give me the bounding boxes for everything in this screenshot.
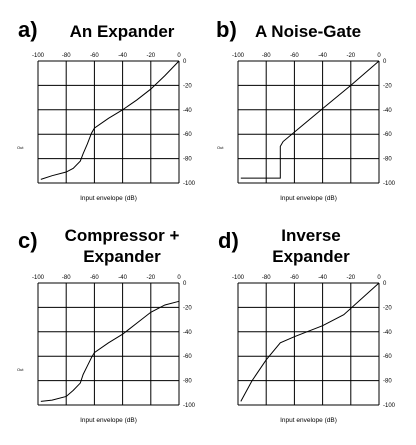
x-tick-label: 0 [377, 275, 381, 281]
chart-title: An Expander [70, 22, 175, 41]
chart-title: Expander [83, 247, 161, 266]
y-tick-label: -80 [183, 379, 192, 385]
y-tick-label: -60 [183, 132, 192, 138]
y-tick-label: -20 [183, 83, 192, 89]
x-tick-label: -20 [346, 275, 355, 281]
y-tick-label: -20 [183, 305, 192, 311]
x-tick-label: -80 [62, 53, 71, 59]
x-tick-label: -40 [318, 275, 327, 281]
x-tick-label: -60 [290, 275, 299, 281]
y-tick-label: -100 [183, 403, 196, 409]
x-tick-label: -100 [32, 275, 45, 281]
y-tick-label: -40 [183, 330, 192, 336]
y-tick-label: -60 [383, 132, 392, 138]
x-tick-label: -20 [146, 53, 155, 59]
chart-title: Expander [272, 247, 350, 266]
x-tick-label: -20 [146, 275, 155, 281]
series-line [40, 300, 180, 402]
chart-panel-1: a) An Expander -100 -80 -60 -40 -20 00 -20 -40 -60… [17, 17, 196, 202]
y-tick-label: -40 [383, 108, 392, 114]
x-tick-label: -80 [262, 275, 271, 281]
y-tick-label: -80 [383, 379, 392, 385]
y-tick-label: -20 [383, 83, 392, 89]
y-tick-label: -100 [383, 403, 396, 409]
side-label: Out [17, 367, 24, 372]
x-tick-label: -60 [290, 53, 299, 59]
y-tick-label: -40 [183, 108, 192, 114]
x-tick-label: -40 [318, 53, 327, 59]
x-tick-label: 0 [177, 53, 181, 59]
y-tick-label: 0 [383, 59, 387, 65]
y-tick-label: -80 [183, 157, 192, 163]
panel-letter: a) [18, 17, 38, 42]
y-tick-label: -20 [383, 305, 392, 311]
y-tick-label: -80 [383, 157, 392, 163]
x-axis-label: Input envelope (dB) [80, 417, 137, 424]
chart-title: Inverse [281, 226, 341, 245]
side-label: Out [17, 145, 24, 150]
chart-title: Compressor + [65, 226, 180, 245]
x-tick-label: -60 [90, 275, 99, 281]
y-tick-label: -40 [383, 330, 392, 336]
y-tick-label: -60 [183, 354, 192, 360]
side-label: Out [217, 145, 224, 150]
series-line [240, 60, 380, 179]
x-tick-label: -40 [118, 53, 127, 59]
x-axis-label: Input envelope (dB) [280, 195, 337, 202]
x-tick-label: -80 [62, 275, 71, 281]
x-tick-label: -20 [346, 53, 355, 59]
panel-letter: d) [218, 228, 239, 253]
x-tick-label: -60 [90, 53, 99, 59]
y-tick-label: 0 [183, 59, 187, 65]
x-tick-label: -100 [232, 275, 245, 281]
x-tick-label: -40 [118, 275, 127, 281]
x-axis-label: Input envelope (dB) [280, 417, 337, 424]
panel-letter: c) [18, 228, 38, 253]
y-tick-label: -100 [383, 181, 396, 187]
panel-letter: b) [216, 17, 237, 42]
x-axis-label: Input envelope (dB) [80, 195, 137, 202]
y-tick-label: 0 [183, 281, 187, 287]
x-tick-label: -100 [32, 53, 45, 59]
y-tick-label: -60 [383, 354, 392, 360]
x-tick-label: -80 [262, 53, 271, 59]
chart-panel-2: b) A Noise-Gate -100 -80 -60 -40 -20 00 -20 -40 -6… [216, 17, 396, 202]
x-tick-label: 0 [377, 53, 381, 59]
chart-title: A Noise-Gate [255, 22, 361, 41]
x-tick-label: -100 [232, 53, 245, 59]
x-tick-label: 0 [177, 275, 181, 281]
y-tick-label: 0 [383, 281, 387, 287]
series-line [40, 60, 180, 180]
series-line [240, 282, 380, 402]
y-tick-label: -100 [183, 181, 196, 187]
chart-panel-3: c) Compressor + Expander -100 -80 -60 -40 -20 00… [17, 226, 196, 424]
